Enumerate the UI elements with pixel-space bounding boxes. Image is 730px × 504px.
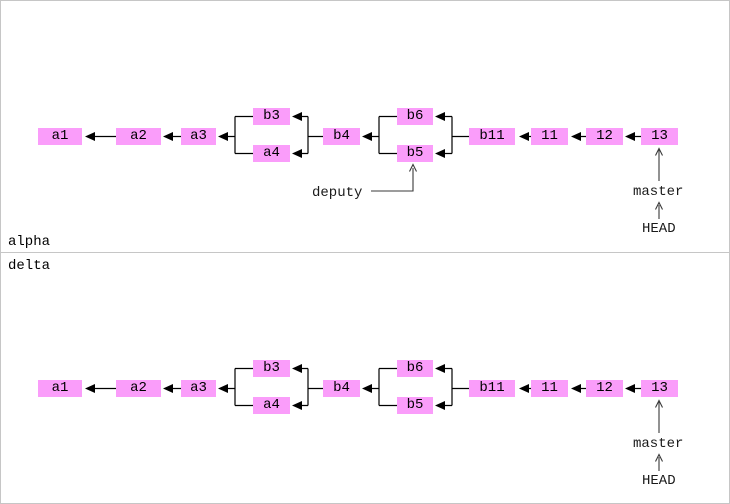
- commit-edge-lines-alpha: [95, 115, 641, 155]
- commit-node-a3: a3: [181, 128, 216, 145]
- commit-arrowheads-delta: [85, 364, 635, 410]
- commit-node-b11: b11: [469, 380, 515, 397]
- ref-arrows-alpha: [371, 147, 663, 219]
- commit-node-12: 12: [586, 380, 623, 397]
- panel-title-delta: delta: [8, 258, 51, 274]
- commit-node-a2: a2: [116, 128, 161, 145]
- commit-edge-lines-delta: [95, 367, 641, 407]
- panel-title-alpha: alpha: [8, 234, 51, 250]
- ref-label-deputy: deputy: [312, 185, 363, 201]
- commit-node-b4: b4: [323, 128, 360, 145]
- commit-node-a1: a1: [38, 380, 82, 397]
- commit-node-b5: b5: [397, 397, 433, 414]
- commit-node-13: 13: [641, 128, 678, 145]
- ref-label-master: master: [633, 436, 684, 452]
- commit-node-b5: b5: [397, 145, 433, 162]
- commit-node-11: 11: [531, 380, 568, 397]
- commit-node-a4: a4: [253, 397, 290, 414]
- ref-label-master: master: [633, 184, 684, 200]
- head-arrowhead-icon: [655, 453, 663, 462]
- ref-arrows-delta: [655, 399, 663, 471]
- commit-node-a3: a3: [181, 380, 216, 397]
- ref-label-head: HEAD: [642, 473, 676, 489]
- ref-label-head: HEAD: [642, 221, 676, 237]
- master-arrowhead-icon: [655, 399, 663, 408]
- commit-node-b11: b11: [469, 128, 515, 145]
- commit-node-a4: a4: [253, 145, 290, 162]
- commit-node-13: 13: [641, 380, 678, 397]
- deputy-arrow-line: [371, 168, 414, 192]
- commit-node-b3: b3: [253, 360, 290, 377]
- deputy-arrowhead-icon: [409, 163, 417, 172]
- commit-node-b3: b3: [253, 108, 290, 125]
- commit-arrowheads-alpha: [85, 112, 635, 158]
- commit-node-a2: a2: [116, 380, 161, 397]
- commit-node-11: 11: [531, 128, 568, 145]
- head-arrowhead-icon: [655, 201, 663, 210]
- master-arrowhead-icon: [655, 147, 663, 156]
- panel-divider: [1, 252, 729, 253]
- commit-node-a1: a1: [38, 128, 82, 145]
- commit-node-12: 12: [586, 128, 623, 145]
- commit-node-b6: b6: [397, 360, 433, 377]
- commit-node-b6: b6: [397, 108, 433, 125]
- commit-node-b4: b4: [323, 380, 360, 397]
